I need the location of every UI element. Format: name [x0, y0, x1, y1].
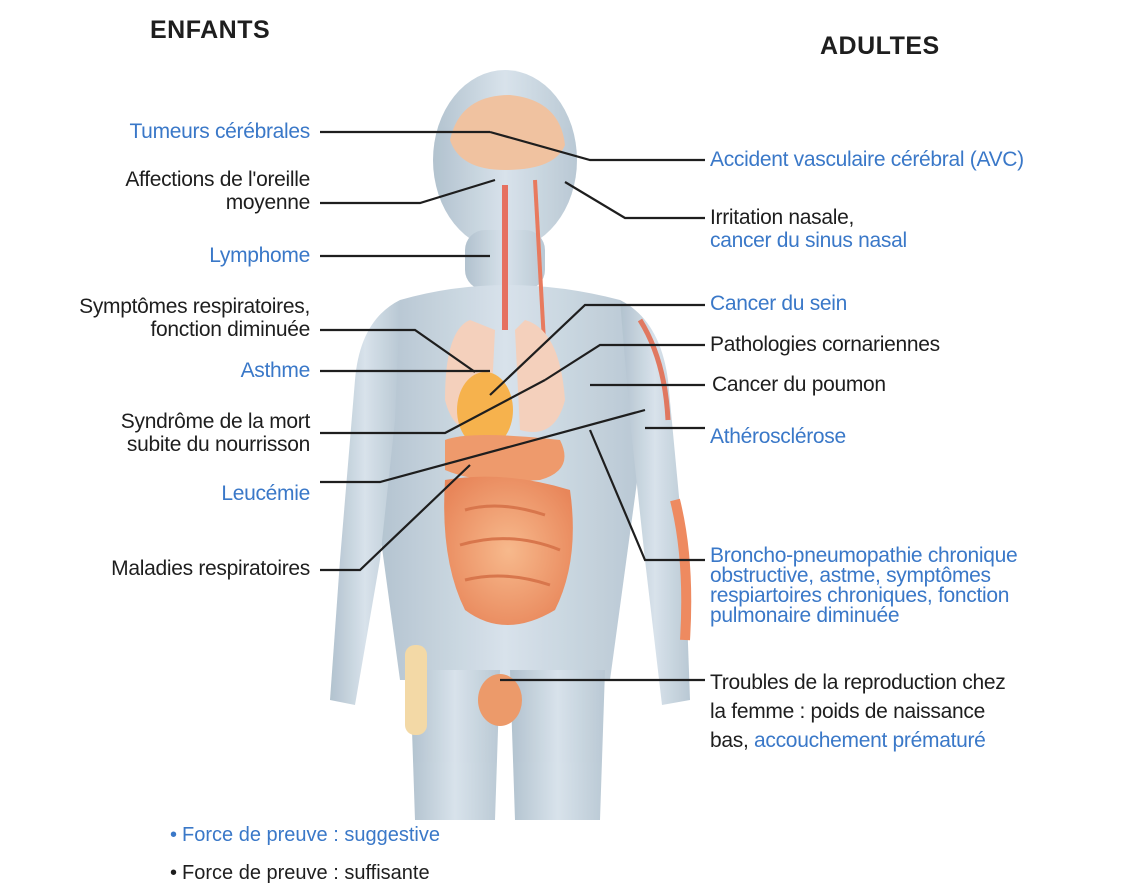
label-cancer-sein: Cancer du sein: [710, 292, 847, 315]
children-header: ENFANTS: [150, 16, 270, 45]
label-bpco: Broncho-pneumopathie chronique obstructi…: [710, 546, 1017, 626]
liver-icon: [445, 435, 565, 481]
label-mort-subite-nourrisson: Syndrôme de la mort subite du nourrisson: [121, 410, 310, 456]
label-asthme: Asthme: [241, 359, 310, 382]
intestines-icon: [444, 477, 573, 625]
bullet-icon: •: [170, 824, 177, 846]
label-pathologies-coronariennes: Pathologies cornariennes: [710, 333, 940, 356]
label-cancer-poumon: Cancer du poumon: [712, 373, 886, 396]
label-atherosclerose: Athérosclérose: [710, 425, 846, 448]
label-affections-oreille: Affections de l'oreille moyenne: [125, 168, 310, 214]
label-leucemie: Leucémie: [221, 482, 310, 505]
label-irritation-nasale: Irritation nasale, cancer du sinus nasal: [710, 206, 907, 252]
adults-header: ADULTES: [820, 32, 940, 61]
label-troubles-reproduction: Troubles de la reproduction chez la femm…: [710, 668, 1005, 755]
label-lymphome: Lymphome: [209, 244, 310, 267]
legend-item-suffisante: •Force de preuve : suffisante: [170, 862, 430, 885]
legend-item-suggestive: •Force de preuve : suggestive: [170, 824, 440, 847]
bullet-icon: •: [170, 862, 177, 884]
label-tumeurs-cerebrales: Tumeurs cérébrales: [129, 120, 310, 143]
label-avc: Accident vasculaire cérébral (AVC): [710, 148, 1024, 171]
label-maladies-respiratoires: Maladies respiratoires: [111, 557, 310, 580]
reproductive-organ-icon: [478, 674, 522, 726]
label-symptomes-respiratoires: Symptômes respiratoires, fonction diminu…: [79, 295, 310, 341]
